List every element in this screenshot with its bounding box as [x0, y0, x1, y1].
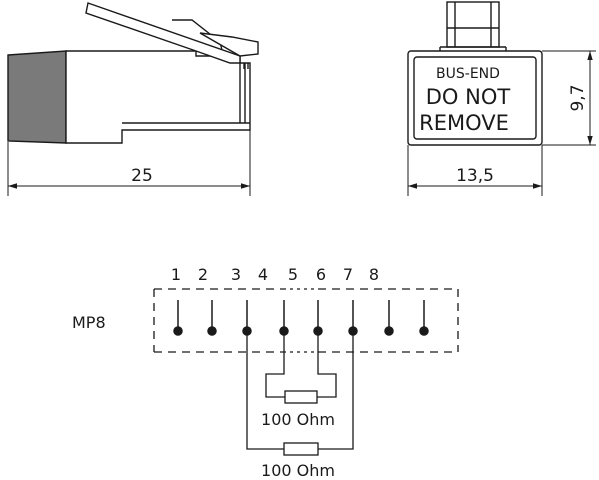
resistor-inner-label: 100 Ohm	[261, 410, 335, 429]
pin-number-7: 7	[343, 265, 353, 284]
resistor-outer	[283, 442, 319, 456]
resistor-inner	[284, 390, 318, 404]
label-do-not: DO NOT	[426, 85, 511, 109]
width-dimension	[407, 145, 543, 196]
plug-front-view	[407, 1, 543, 146]
connector-label: MP8	[72, 313, 106, 332]
pin-contacts	[173, 300, 429, 336]
plug-boot	[7, 50, 67, 144]
plug-body	[65, 50, 251, 144]
pin-dot-2	[207, 326, 217, 336]
pin-number-4: 4	[258, 265, 268, 284]
length-label: 25	[131, 166, 153, 186]
height-dimension	[542, 50, 596, 146]
pin-dot-8	[419, 326, 429, 336]
pin-number-2: 2	[198, 265, 208, 284]
pin-numbers: 1 2 3 4 5 6 7 8	[171, 265, 379, 284]
plug-side-view	[7, 2, 259, 144]
length-dimension	[7, 130, 251, 196]
pin-number-5: 5	[288, 265, 298, 284]
pin-number-8: 8	[369, 265, 379, 284]
connector-box	[153, 288, 459, 353]
resistor-outer-label: 100 Ohm	[261, 461, 335, 480]
pin-number-6: 6	[316, 265, 326, 284]
resistor-wiring	[246, 331, 354, 450]
height-label: 9,7	[568, 84, 588, 111]
pin-number-3: 3	[231, 265, 241, 284]
pin-dot-1	[173, 326, 183, 336]
label-remove: REMOVE	[419, 111, 509, 135]
label-bus-end: BUS-END	[436, 66, 500, 82]
pin-dot-7	[384, 326, 394, 336]
width-label: 13,5	[456, 166, 494, 186]
pin-number-1: 1	[171, 265, 181, 284]
